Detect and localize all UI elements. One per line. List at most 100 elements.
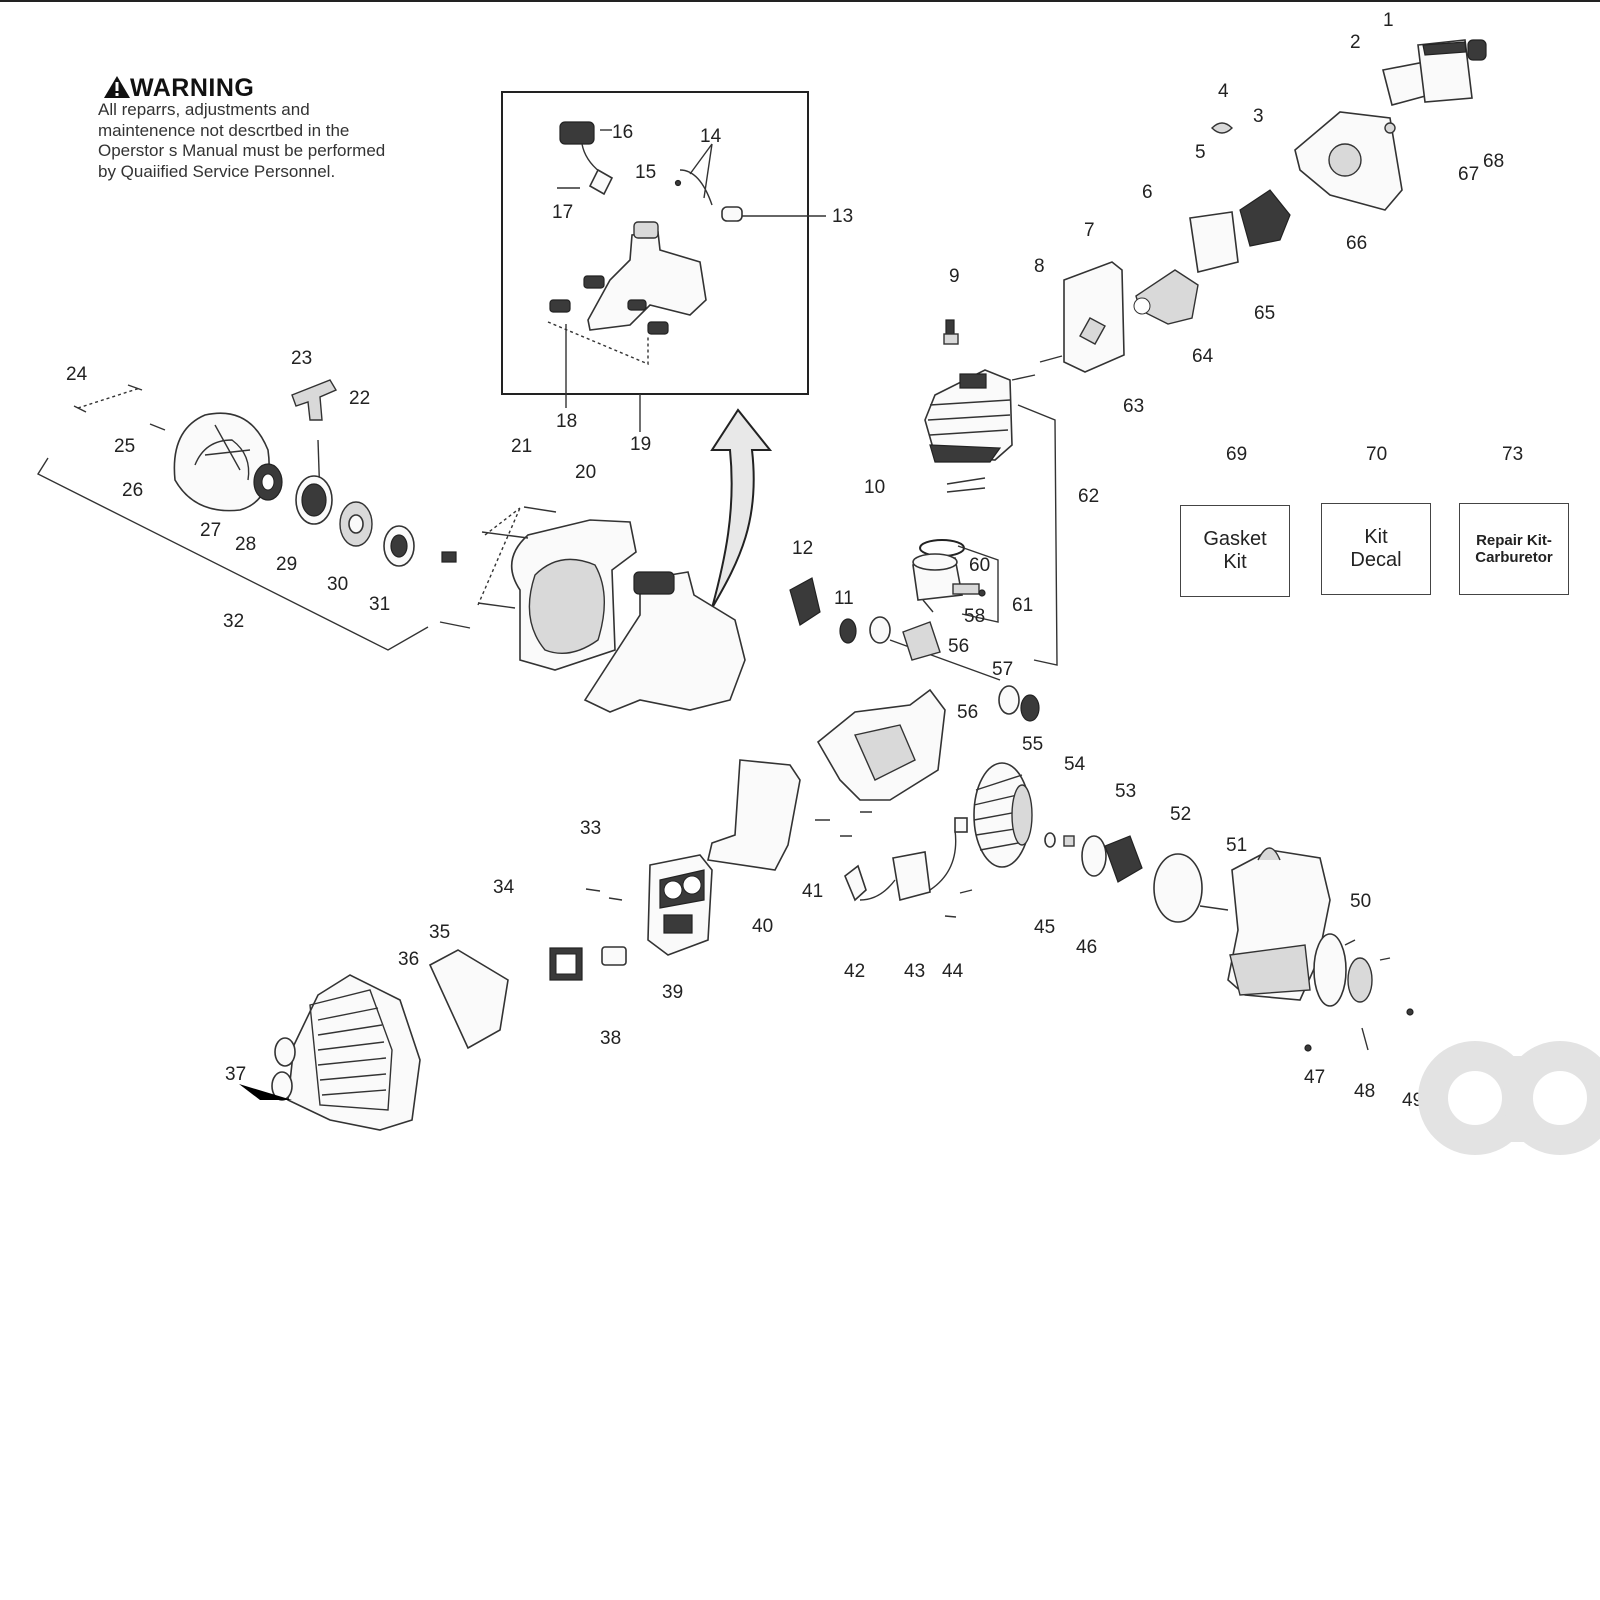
clutch-drum-part — [1153, 853, 1203, 923]
carburetor-part — [1239, 189, 1291, 247]
callout-14: 14 — [700, 126, 722, 147]
callout-61: 61 — [1012, 595, 1033, 616]
callout-35: 35 — [429, 922, 450, 943]
callout-45: 45 — [1034, 917, 1055, 938]
callout-58: 58 — [964, 606, 985, 627]
callout-73: 73 — [1502, 444, 1523, 465]
callout-69: 69 — [1226, 444, 1247, 465]
gasket-kit-box: Gasket Kit — [1180, 505, 1290, 597]
callout-28: 28 — [235, 534, 256, 555]
callout-42: 42 — [844, 961, 865, 982]
callout-66: 66 — [1346, 233, 1367, 254]
callout-63: 63 — [1123, 396, 1144, 417]
clutch-housing-part — [1227, 847, 1414, 1052]
callout-4: 4 — [1218, 81, 1229, 102]
fan-housing-part — [439, 506, 637, 671]
callout-51: 51 — [1226, 835, 1247, 856]
callout-40: 40 — [752, 916, 773, 937]
fuel-line-part — [674, 169, 743, 222]
callout-43: 43 — [904, 961, 925, 982]
callout-36: 36 — [398, 949, 419, 970]
callout-16: 16 — [612, 122, 633, 143]
callout-44: 44 — [942, 961, 964, 982]
callout-55: 55 — [1022, 734, 1043, 755]
callout-32: 32 — [223, 611, 244, 632]
callout-37: 37 — [225, 1064, 246, 1085]
callout-60: 60 — [969, 555, 990, 576]
callout-3: 3 — [1253, 106, 1264, 127]
callout-8: 8 — [1034, 256, 1045, 277]
callout-22: 22 — [349, 388, 370, 409]
callout-1: 1 — [1383, 10, 1394, 31]
fuel-cap-part — [557, 121, 614, 196]
callout-30: 30 — [327, 574, 348, 595]
callout-65: 65 — [1254, 303, 1275, 324]
filter-plate-part — [1063, 261, 1125, 373]
callout-24: 24 — [66, 364, 88, 385]
callout-21: 21 — [511, 436, 532, 457]
callout-10: 10 — [864, 477, 885, 498]
callout-57: 57 — [992, 659, 1013, 680]
callout-17: 17 — [552, 202, 573, 223]
callout-12: 12 — [792, 538, 813, 559]
callout-6: 6 — [1142, 182, 1153, 203]
curved-arrow — [710, 408, 773, 609]
ignition-module-part — [892, 851, 931, 901]
flywheel-part — [973, 762, 1033, 868]
callout-53: 53 — [1115, 781, 1136, 802]
spark-plug-part — [943, 319, 959, 345]
callout-56a: 56 — [948, 636, 969, 657]
crankshaft-part — [869, 599, 1040, 722]
piston-part — [912, 539, 986, 601]
warning-triangle-icon — [104, 76, 130, 98]
starter-assembly — [36, 379, 457, 651]
callout-2: 2 — [1350, 32, 1361, 53]
callout-11: 11 — [834, 588, 854, 609]
callout-18: 18 — [556, 411, 577, 432]
throttle-cable-part — [428, 949, 509, 1050]
decal-kit-box: Kit Decal — [1321, 503, 1431, 595]
callout-15: 15 — [635, 162, 656, 183]
callout-13: 13 — [832, 206, 853, 227]
callout-26: 26 — [122, 480, 143, 501]
callout-25: 25 — [114, 436, 135, 457]
fuel-tank-assembled — [583, 571, 746, 713]
callout-23: 23 — [291, 348, 312, 369]
callout-5: 5 — [1195, 142, 1206, 163]
carb-gasket-part — [1189, 211, 1239, 273]
callout-67: 67 — [1458, 164, 1479, 185]
callout-31: 31 — [369, 594, 390, 615]
callout-34: 34 — [493, 877, 515, 898]
callout-7: 7 — [1084, 220, 1095, 241]
callout-33: 33 — [580, 818, 601, 839]
clutch-part — [1104, 835, 1143, 883]
callout-68: 68 — [1483, 151, 1504, 172]
callout-labels: 1 2 3 4 5 6 7 8 9 10 11 12 13 14 15 16 1… — [66, 10, 1523, 1111]
callout-64: 64 — [1192, 346, 1214, 367]
fuel-tank-part — [547, 221, 707, 366]
callout-39: 39 — [662, 982, 683, 1003]
spark-boot-part — [844, 864, 867, 902]
callout-27: 27 — [200, 520, 221, 541]
callout-9: 9 — [949, 266, 960, 287]
callout-70: 70 — [1366, 444, 1387, 465]
warning-text: All reparrs, adjustments and maintenence… — [98, 100, 386, 181]
callout-49: 49 — [1402, 1090, 1423, 1111]
callout-19: 19 — [630, 434, 651, 455]
callout-38: 38 — [600, 1028, 621, 1049]
watermark-logo — [1418, 1041, 1600, 1155]
warning-title: WARNING — [130, 74, 255, 102]
callout-48: 48 — [1354, 1081, 1375, 1102]
callout-20: 20 — [575, 462, 596, 483]
bearing-part-12 — [789, 577, 821, 626]
callout-50: 50 — [1350, 891, 1371, 912]
carb-adapter-part — [1135, 269, 1199, 325]
carburetor-repair-kit-box: Repair Kit- Carburetor — [1459, 503, 1569, 595]
callout-46: 46 — [1076, 937, 1097, 958]
callout-62: 62 — [1078, 486, 1099, 507]
callout-41: 41 — [802, 881, 823, 902]
fuel-tank-inset-box — [501, 91, 809, 395]
callout-54: 54 — [1064, 754, 1086, 775]
cylinder-part — [924, 369, 1013, 493]
